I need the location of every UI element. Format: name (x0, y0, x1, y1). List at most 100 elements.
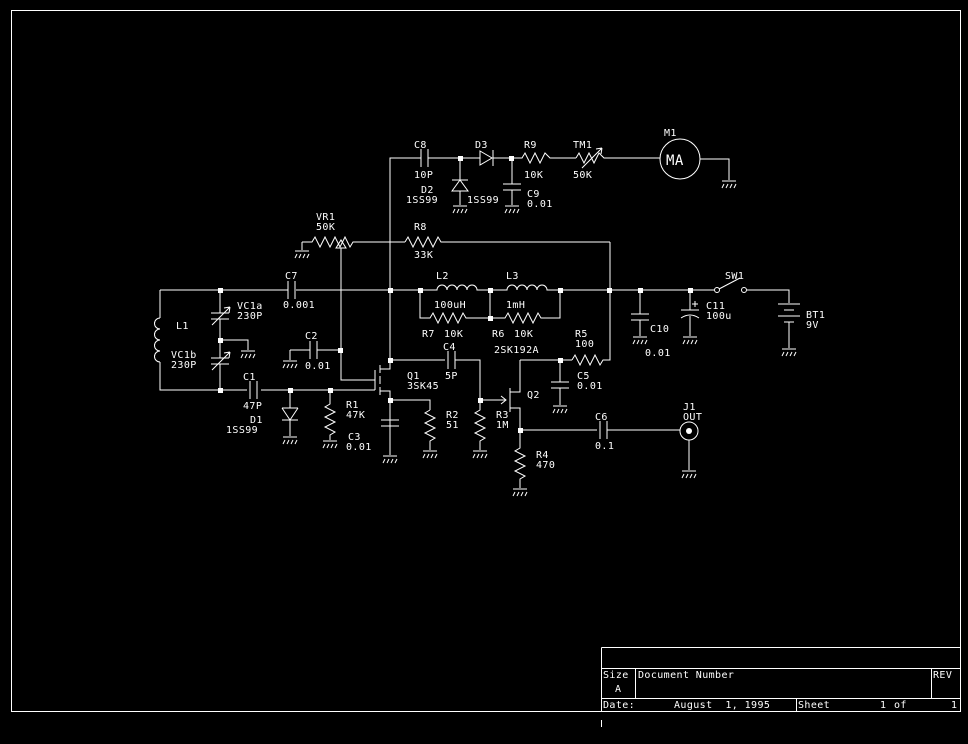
resistor-r4: R4 470 (512, 430, 555, 497)
variable-capacitor-vc1b: VC1b 230P (171, 340, 231, 390)
c4-ref: C4 (443, 342, 456, 353)
l1-ref: L1 (176, 321, 189, 332)
c6-ref: C6 (595, 412, 608, 423)
vc1a-ref: VC1a (237, 301, 263, 312)
c10-value: 0.01 (645, 348, 671, 359)
battery-bt1: BT1 9V (778, 303, 825, 357)
resistor-r3: R3 1M (472, 400, 509, 459)
r7-ref: R7 (422, 329, 435, 340)
inductor-l1: L1 (154, 317, 189, 363)
resistor-r7: R7 10K (419, 290, 491, 340)
vr1-r8-section: VR1 50K R8 33K (294, 212, 611, 350)
c8-value: 10P (414, 170, 433, 181)
l3-value: 1mH (506, 300, 525, 311)
r9-ref: R9 (524, 140, 537, 151)
r6-value: 10K (514, 329, 533, 340)
date-value: August 1, 1995 (674, 700, 770, 711)
resistor-r6: R6 10K (490, 290, 561, 340)
l3-ref: L3 (506, 271, 519, 282)
size-value: A (615, 684, 621, 695)
c2-ref: C2 (305, 331, 318, 342)
capacitor-c9: C9 0.01 (503, 158, 553, 214)
r6-ref: R6 (492, 329, 505, 340)
tm1-ref: TM1 (573, 140, 592, 151)
vc1b-ref: VC1b (171, 350, 197, 361)
capacitor-c8: C8 10P (414, 140, 460, 181)
d2-value-2: 1SS99 (467, 195, 499, 206)
diode-d3: D3 (460, 140, 512, 166)
date-label: Date: (603, 700, 635, 711)
c10-ref: C10 (650, 324, 669, 335)
c7-value: 0.001 (283, 300, 315, 311)
r2-value: 51 (446, 420, 459, 431)
r8-value: 33K (414, 250, 433, 261)
tuned-circuit: L1 VC1a 230P VC1b 230P C1 47P (154, 288, 375, 449)
c9-ref: C9 (527, 189, 540, 200)
q1-ref: Q1 (407, 371, 420, 382)
m1-ref: M1 (664, 128, 677, 139)
resistor-r1: R1 47K (322, 390, 365, 449)
l2-ref: L2 (436, 271, 449, 282)
c5-ref: C5 (577, 371, 590, 382)
diode-d1: D1 1SS99 (226, 390, 299, 445)
resistor-r8: R8 33K (404, 222, 445, 261)
r1-ref: R1 (346, 400, 359, 411)
c1-value: 47P (243, 401, 262, 412)
q2-value: 2SK192A (494, 345, 539, 356)
title-block: Size A Document Number REV Date: August … (601, 647, 960, 727)
variable-capacitor-vc1a: VC1a 230P (211, 290, 263, 340)
c11-ref: C11 (706, 301, 725, 312)
m1-label: MA (666, 153, 684, 169)
c4-value: 5P (445, 371, 458, 382)
vc1a-value: 230P (237, 311, 263, 322)
capacitor-c6: C6 0.1 (595, 412, 680, 452)
c7-ref: C7 (285, 271, 298, 282)
c11-value: 100u (706, 311, 732, 322)
sw1-ref: SW1 (725, 271, 744, 282)
j1-ref: J1 (683, 402, 696, 413)
meter-section: C8 10P D3 D2 1SS99 1SS99 R9 10K C9 (389, 128, 737, 290)
c9-value: 0.01 (527, 199, 553, 210)
r3-ref: R3 (496, 410, 509, 421)
jack-j1: J1 OUT (679, 402, 702, 479)
resistor-r9: R9 10K (512, 140, 576, 181)
r7-value: 10K (444, 329, 463, 340)
jfet-q2: Q2 2SK192A (494, 345, 539, 430)
r9-value: 10K (524, 170, 543, 181)
capacitor-c5: C5 0.01 (551, 360, 603, 414)
resistor-r2: R2 51 (422, 409, 459, 459)
c8-ref: C8 (414, 140, 427, 151)
d1-ref: D1 (250, 415, 263, 426)
potentiometer-vr1: VR1 50K (294, 212, 610, 350)
c6-value: 0.1 (595, 441, 614, 452)
of-label: of (894, 700, 907, 711)
capacitor-c11: C11 100u (680, 290, 732, 345)
r5-value: 100 (575, 339, 594, 350)
tm1-value: 50K (573, 170, 592, 181)
r5-ref: R5 (575, 329, 588, 340)
capacitor-c1: C1 47P (243, 372, 262, 412)
r1-value: 47K (346, 410, 365, 421)
c3-ref: C3 (348, 432, 361, 443)
c2-value: 0.01 (305, 361, 331, 372)
capacitor-c3: C3 0.01 (346, 400, 399, 464)
inductor-l3: L3 1mH (505, 271, 610, 311)
sheet-total: 1 (951, 700, 957, 711)
capacitor-c7: C7 0.001 (283, 271, 315, 311)
rev-label: REV (933, 670, 952, 681)
capacitor-c4: C4 5P (443, 342, 481, 400)
sheet-number: 1 (880, 700, 886, 711)
c5-value: 0.01 (577, 381, 603, 392)
bt1-value: 9V (806, 320, 819, 331)
vr1-value: 50K (316, 222, 335, 233)
d3-ref: D3 (475, 140, 488, 151)
inductor-l2: L2 100uH (420, 271, 505, 311)
r2-ref: R2 (446, 410, 459, 421)
sheet-label: Sheet (798, 700, 830, 711)
d2-ref: D2 (421, 185, 434, 196)
meter-m1: MA M1 (659, 128, 737, 189)
sheet-border (11, 10, 961, 712)
capacitor-c10: C10 0.01 (631, 290, 671, 359)
d1-value: 1SS99 (226, 425, 258, 436)
